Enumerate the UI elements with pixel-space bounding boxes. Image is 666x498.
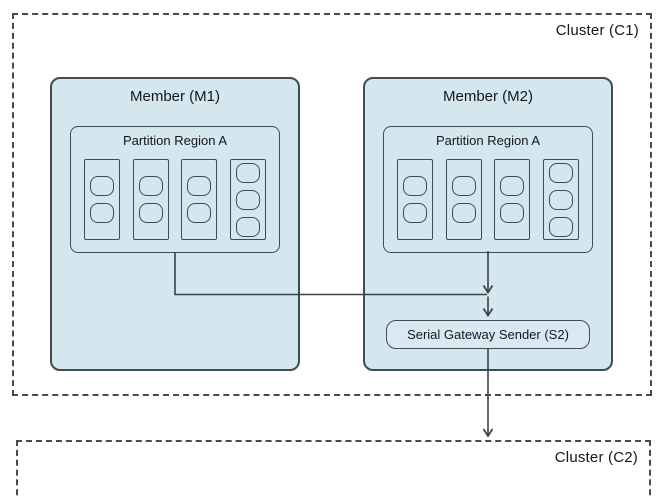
bucket-entry-oval [235, 216, 260, 237]
bucket-entry-oval [500, 203, 525, 223]
bucket-entry-oval [451, 176, 476, 196]
bucket-entry-oval [235, 162, 260, 183]
bucket [494, 159, 531, 240]
bucket-entry-oval [90, 176, 114, 196]
bucket-entry-oval [138, 203, 163, 223]
member-m1-label: Member (M1) [129, 88, 220, 105]
member-m2-box: Member (M2) Partition Region A Serial Ga… [363, 77, 613, 371]
member-m2-label: Member (M2) [442, 88, 533, 105]
cluster-c1-label: Cluster (C1) [555, 22, 639, 39]
bucket-entry-oval [500, 176, 525, 196]
partition-region-a-m1-label: Partition Region A [122, 133, 228, 148]
cluster-c2-box: Cluster (C2) [16, 440, 651, 498]
partition-region-a-m1: Partition Region A [70, 126, 280, 253]
bucket-entry-oval [403, 176, 427, 196]
bucket-entry-oval [187, 203, 212, 223]
bucket [132, 159, 169, 240]
bucket-entry-oval [90, 203, 114, 223]
bucket [181, 159, 218, 240]
bucket-row-m1 [84, 159, 266, 240]
bucket [84, 159, 120, 240]
serial-gateway-sender-s2-label: Serial Gateway Sender (S2) [407, 327, 569, 342]
bucket-entry-oval [235, 189, 260, 210]
bucket-entry-oval [548, 216, 573, 237]
partition-region-a-m2: Partition Region A [383, 126, 593, 253]
cluster-c1-box: Cluster (C1) [12, 13, 652, 396]
bucket-entry-oval [451, 203, 476, 223]
bucket-entry-oval [187, 176, 212, 196]
bucket [229, 159, 266, 240]
bucket-entry-oval [548, 189, 573, 210]
bucket-entry-oval [403, 203, 427, 223]
member-m1-box: Member (M1) Partition Region A [50, 77, 300, 371]
bucket-row-m2 [397, 159, 579, 240]
cluster-c2-label: Cluster (C2) [554, 449, 638, 466]
partition-region-a-m2-label: Partition Region A [435, 133, 541, 148]
serial-gateway-sender-s2-box: Serial Gateway Sender (S2) [386, 320, 590, 349]
bucket-entry-oval [548, 162, 573, 183]
bucket [397, 159, 433, 240]
bucket [542, 159, 579, 240]
bucket-entry-oval [138, 176, 163, 196]
bucket [445, 159, 482, 240]
